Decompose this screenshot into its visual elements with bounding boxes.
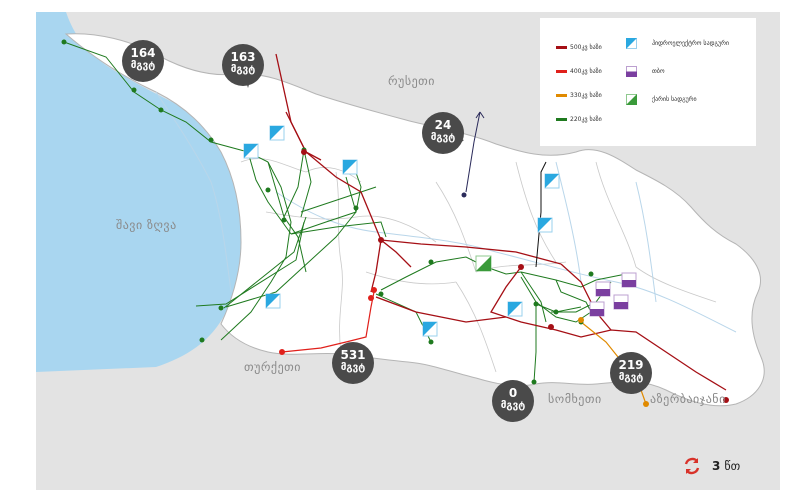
hydro-plants	[243, 125, 560, 337]
georgia-grid-map	[36, 12, 765, 407]
hydro-plant-icon	[626, 38, 637, 49]
bubble-value: 531	[340, 348, 366, 362]
legend-label: 330კვ ხაზი	[570, 92, 602, 99]
wind-plant-icon	[626, 94, 637, 105]
bubble-unit: მგვტ	[340, 361, 366, 373]
bubble-value: 219	[618, 358, 644, 372]
black-sea	[36, 12, 245, 372]
bubble-value: 163	[230, 50, 256, 64]
thermal-plant-icon	[626, 66, 637, 77]
refresh-icon[interactable]	[682, 456, 702, 476]
map-stage: რუსეთი შავი ზღვა თურქეთი სომხეთი აზერბაი…	[36, 12, 780, 490]
bubble-unit: მგვტ	[430, 131, 456, 143]
bubble-unit: მგვტ	[618, 371, 644, 383]
substation-nodes	[61, 39, 729, 407]
line-swatch	[556, 70, 567, 73]
label-russia: რუსეთი	[388, 74, 436, 88]
refresh-interval-value: 3	[712, 459, 721, 473]
refresh-timer[interactable]: 3 წთ	[682, 456, 740, 476]
label-armenia: სომხეთი	[548, 392, 602, 406]
capacity-bubble-0: 0 მგვტ	[492, 380, 534, 422]
line-swatch	[556, 118, 567, 121]
capacity-bubble-24: 24 მგვტ	[422, 112, 464, 154]
legend-label: 400კვ ხაზი	[570, 68, 602, 75]
bubble-value: 164	[130, 46, 156, 60]
bubble-value: 0	[508, 386, 518, 400]
bubble-unit: მგვტ	[230, 63, 256, 75]
bubble-unit: მგვტ	[130, 59, 156, 71]
label-turkey: თურქეთი	[244, 360, 301, 374]
wind-plant	[475, 255, 492, 272]
bubble-unit: მგვტ	[500, 399, 526, 411]
map-legend: 500კვ ხაზი 400კვ ხაზი 330კვ ხაზი 220კვ ხ…	[540, 18, 756, 146]
refresh-interval-unit: წთ	[724, 459, 741, 473]
thermal-plants	[589, 272, 637, 317]
label-azerbaijan: აზერბაიჯანი	[650, 392, 726, 406]
legend-label-hydro: ჰიდროელექტრო სადგური	[652, 40, 730, 47]
bubble-value: 24	[434, 118, 452, 132]
capacity-bubble-163: 163 მგვტ	[222, 44, 264, 86]
capacity-bubble-164: 164 მგვტ	[122, 40, 164, 82]
legend-line-500kv: 500კვ ხაზი	[556, 44, 602, 51]
capacity-bubble-219: 219 მგვტ	[610, 352, 652, 394]
capacity-bubble-531: 531 მგვტ	[332, 342, 374, 384]
legend-label-wind: ქარის სადგური	[652, 96, 697, 103]
legend-label: 220კვ ხაზი	[570, 116, 602, 123]
line-swatch	[556, 46, 567, 49]
legend-label: 500კვ ხაზი	[570, 44, 602, 51]
legend-line-220kv: 220კვ ხაზი	[556, 116, 602, 123]
legend-line-400kv: 400კვ ხაზი	[556, 68, 602, 75]
legend-label-thermal: თბო	[652, 68, 665, 75]
line-swatch	[556, 94, 567, 97]
legend-line-330kv: 330კვ ხაზი	[556, 92, 602, 99]
label-black-sea: შავი ზღვა	[116, 218, 177, 232]
